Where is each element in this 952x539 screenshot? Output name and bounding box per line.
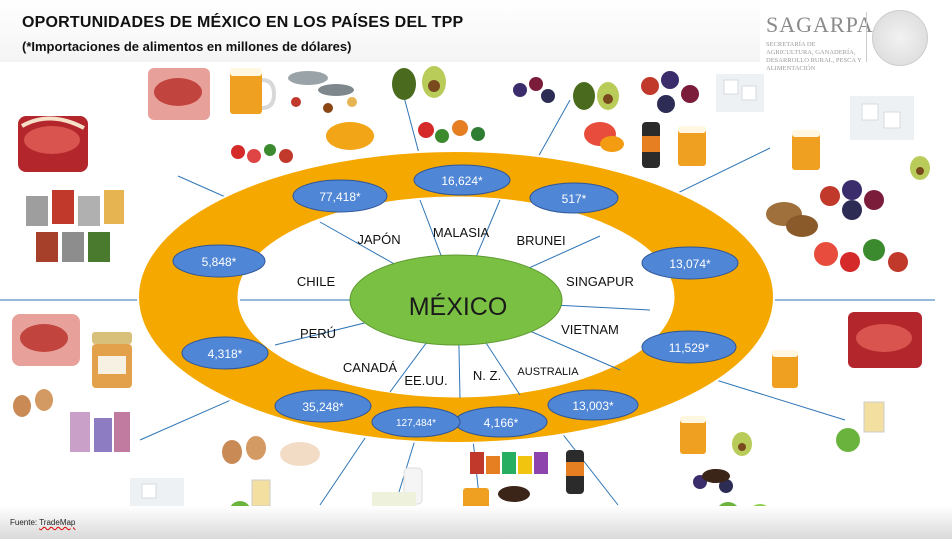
value-japon: 77,418* <box>319 190 361 204</box>
value-badge-brunei: 517* <box>529 182 619 214</box>
avocado-icon <box>910 156 930 180</box>
value-eeuu: 127,484* <box>396 418 436 429</box>
logo-divider <box>866 12 867 62</box>
value-badge-chile: 5,848* <box>172 244 266 278</box>
source-name: TradeMap <box>39 518 76 527</box>
value-peru: 4,318* <box>208 347 243 361</box>
baby-food-jar-icon <box>92 332 132 388</box>
value-brunei: 517* <box>562 192 587 206</box>
source-note: Fuente: TradeMap <box>10 518 75 527</box>
coffee-beans-icon <box>498 486 530 502</box>
page-subtitle: (*Importaciones de alimentos en millones… <box>22 39 352 54</box>
country-label-chile: CHILE <box>297 274 336 289</box>
logo-subtitle: SECRETARÍA DE AGRICULTURA, GANADERÍA, DE… <box>766 41 862 72</box>
meat-icon <box>848 312 922 368</box>
value-chile: 5,848* <box>202 255 237 269</box>
value-badge-vietnam: 11,529* <box>641 330 737 364</box>
value-australia: 13,003* <box>572 399 614 413</box>
avocado-icon <box>573 82 619 110</box>
beer-icon <box>792 130 820 170</box>
avocado-icon <box>732 432 752 456</box>
country-label-canada: CANADÁ <box>343 360 398 375</box>
beer-icon <box>463 488 489 510</box>
footer-bar <box>0 506 952 539</box>
mexico-center <box>349 254 563 346</box>
center-label: MÉXICO <box>409 292 508 321</box>
juice-bottle-icon <box>642 122 660 168</box>
juice-bottle-icon <box>566 450 584 494</box>
groceries-icon <box>470 452 548 474</box>
national-seal-icon <box>872 10 928 66</box>
candy-icon <box>70 412 130 452</box>
meat-icon <box>18 116 88 172</box>
country-label-nz: N. Z. <box>473 368 501 383</box>
header-bar <box>0 0 760 62</box>
lime-icon <box>836 428 860 452</box>
country-label-peru: PERÚ <box>300 326 336 341</box>
mango-icon <box>584 122 624 152</box>
food-images <box>12 66 930 510</box>
value-nz: 4,166* <box>484 416 519 430</box>
sugar-icon <box>130 478 184 508</box>
canned-food-icon <box>26 190 124 262</box>
beer-icon <box>230 68 277 114</box>
sugar-icon <box>716 74 764 112</box>
honey-icon <box>326 122 374 150</box>
country-label-japon: JAPÓN <box>357 232 400 247</box>
country-label-eeuu: EE.UU. <box>404 373 447 388</box>
value-vietnam: 11,529* <box>669 341 710 355</box>
fish-icon <box>288 71 357 113</box>
country-label-australia: AUSTRALIA <box>517 366 579 378</box>
value-singapur: 13,074* <box>669 257 711 271</box>
tequila-glass-icon <box>863 401 885 433</box>
country-label-brunei: BRUNEI <box>516 233 565 248</box>
chicken-icon <box>280 442 320 466</box>
value-badge-malasia: 16,624* <box>413 164 511 196</box>
coffee-beans-icon <box>702 469 730 483</box>
meat-icon <box>148 68 210 120</box>
beer-icon <box>678 126 706 166</box>
dairy-icon <box>372 467 423 506</box>
avocado-icon <box>392 66 446 100</box>
source-label: Fuente: <box>10 518 38 527</box>
value-badge-eeuu: 127,484* <box>371 406 461 438</box>
value-badge-singapur: 13,074* <box>641 246 739 280</box>
meat-icon <box>12 314 80 366</box>
vegetables-icon <box>814 239 908 272</box>
value-badge-australia: 13,003* <box>547 389 639 421</box>
value-badge-nz: 4,166* <box>454 406 548 438</box>
beer-icon <box>680 416 706 454</box>
berries-icon <box>513 77 555 103</box>
beer-icon <box>772 350 798 388</box>
eggs-icon <box>222 436 266 464</box>
tequila-glass-icon <box>251 479 271 507</box>
vegetables-icon <box>418 120 485 143</box>
eggs-icon <box>13 389 53 417</box>
berries-icon <box>820 180 884 220</box>
vegetables-icon <box>231 144 293 163</box>
country-label-malasia: MALASIA <box>433 225 490 240</box>
logo-name: SAGARPA <box>766 12 874 37</box>
country-label-singapur: SINGAPUR <box>566 274 634 289</box>
walnuts-icon <box>766 202 818 237</box>
value-canada: 35,248* <box>302 400 344 414</box>
value-badge-canada: 35,248* <box>274 389 372 423</box>
value-malasia: 16,624* <box>441 174 483 188</box>
page-title: OPORTUNIDADES DE MÉXICO EN LOS PAÍSES DE… <box>22 14 464 31</box>
country-label-vietnam: VIETNAM <box>561 322 619 337</box>
berries-icon <box>641 71 699 113</box>
value-badge-peru: 4,318* <box>181 336 269 370</box>
value-badge-japon: 77,418* <box>292 179 388 213</box>
sugar-icon <box>850 96 914 140</box>
sagarpa-logo: SAGARPA SECRETARÍA DE AGRICULTURA, GANAD… <box>758 8 946 72</box>
